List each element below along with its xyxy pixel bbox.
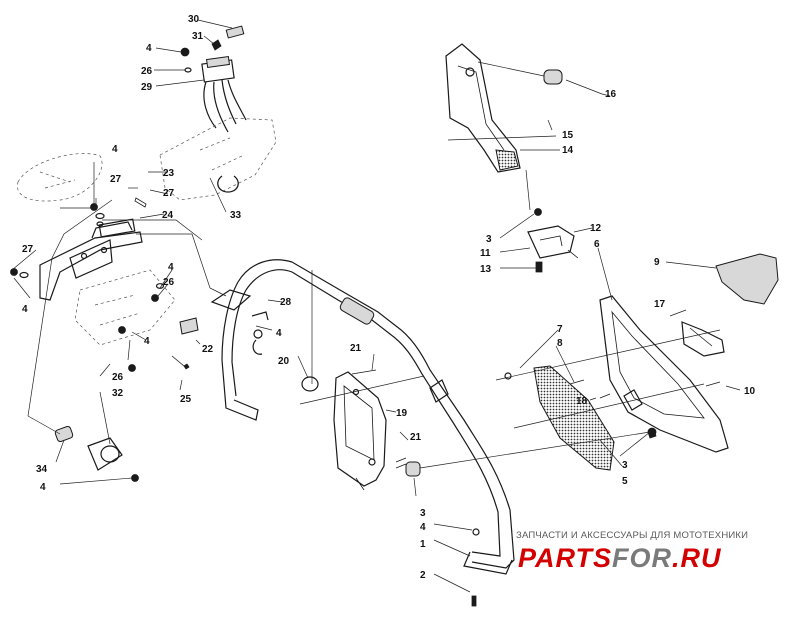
center-hardware (179, 311, 480, 607)
callout-17: 17 (654, 299, 666, 310)
callout-12: 12 (590, 223, 602, 234)
callout-25: 25 (180, 394, 192, 405)
callout-22: 22 (202, 344, 214, 355)
callout-3: 3 (622, 460, 628, 471)
callout-2: 2 (420, 570, 426, 581)
watermark-logo: PARTSFOR.RU (518, 543, 722, 573)
left-ghost-oval (17, 153, 103, 202)
callout-34: 34 (36, 464, 48, 475)
dotted-plate-5 (533, 365, 615, 471)
callout-10: 10 (744, 386, 756, 397)
callout-26: 26 (141, 66, 153, 77)
callout-20: 20 (278, 356, 290, 367)
relay-mount-ghost (159, 117, 277, 201)
watermark: ЗАПЧАСТИ И АКСЕССУАРЫ ДЛЯ МОТОТЕХНИКИ PA… (516, 530, 748, 573)
grab-bar-tube (210, 259, 515, 575)
callout-30: 30 (188, 14, 200, 25)
leader-lines (11, 19, 741, 593)
callout-4: 4 (420, 522, 426, 533)
callout-4: 4 (144, 336, 150, 347)
callout-26: 26 (163, 277, 175, 288)
callout-4: 4 (168, 262, 174, 273)
watermark-caption: ЗАПЧАСТИ И АКСЕССУАРЫ ДЛЯ МОТОТЕХНИКИ (516, 530, 748, 541)
callout-29: 29 (141, 82, 153, 93)
callout-28: 28 (280, 297, 292, 308)
callout-31: 31 (192, 31, 204, 42)
main-mount-bracket (39, 218, 143, 301)
callout-21: 21 (410, 432, 422, 443)
callout-5: 5 (622, 476, 628, 487)
callout-11: 11 (480, 248, 491, 259)
callout-4: 4 (276, 328, 282, 339)
callout-18: 18 (576, 396, 588, 407)
knob-assembly (54, 425, 139, 482)
lower-ghost-plate (74, 269, 176, 346)
callout-6: 6 (594, 239, 600, 250)
callout-4: 4 (22, 304, 28, 315)
right-hardware (504, 372, 721, 437)
bracket-9 (715, 253, 779, 305)
plate-17 (681, 321, 725, 357)
callout-labels: 30 31 4 26 29 16 15 14 4 27 23 27 24 33 … (22, 14, 756, 581)
callout-24: 24 (162, 210, 174, 221)
callout-4: 4 (146, 43, 152, 54)
callout-19: 19 (396, 408, 408, 419)
relay-module (180, 25, 247, 133)
callout-26: 26 (112, 372, 124, 383)
mount-plate-19 (333, 371, 387, 491)
callout-7: 7 (557, 324, 563, 335)
shield-plate-6 (599, 295, 729, 453)
upper-right-bracket (445, 43, 563, 173)
callout-3: 3 (486, 234, 492, 245)
bolt-21a (351, 369, 377, 375)
callout-1: 1 (420, 539, 426, 550)
callout-8: 8 (557, 338, 563, 349)
callout-27: 27 (110, 174, 122, 185)
callout-16: 16 (605, 89, 617, 100)
callout-32: 32 (112, 388, 124, 399)
callout-3: 3 (420, 508, 426, 519)
callout-27: 27 (22, 244, 34, 255)
callout-4: 4 (112, 144, 118, 155)
bolt-21b (395, 457, 407, 469)
callout-15: 15 (562, 130, 574, 141)
callout-13: 13 (480, 264, 492, 275)
callout-14: 14 (562, 145, 574, 156)
callout-27: 27 (163, 188, 175, 199)
callout-9: 9 (654, 257, 660, 268)
callout-33: 33 (230, 210, 242, 221)
callout-4: 4 (40, 482, 46, 493)
bracket-11 (527, 208, 579, 273)
callout-21: 21 (350, 343, 362, 354)
callout-23: 23 (163, 168, 175, 179)
